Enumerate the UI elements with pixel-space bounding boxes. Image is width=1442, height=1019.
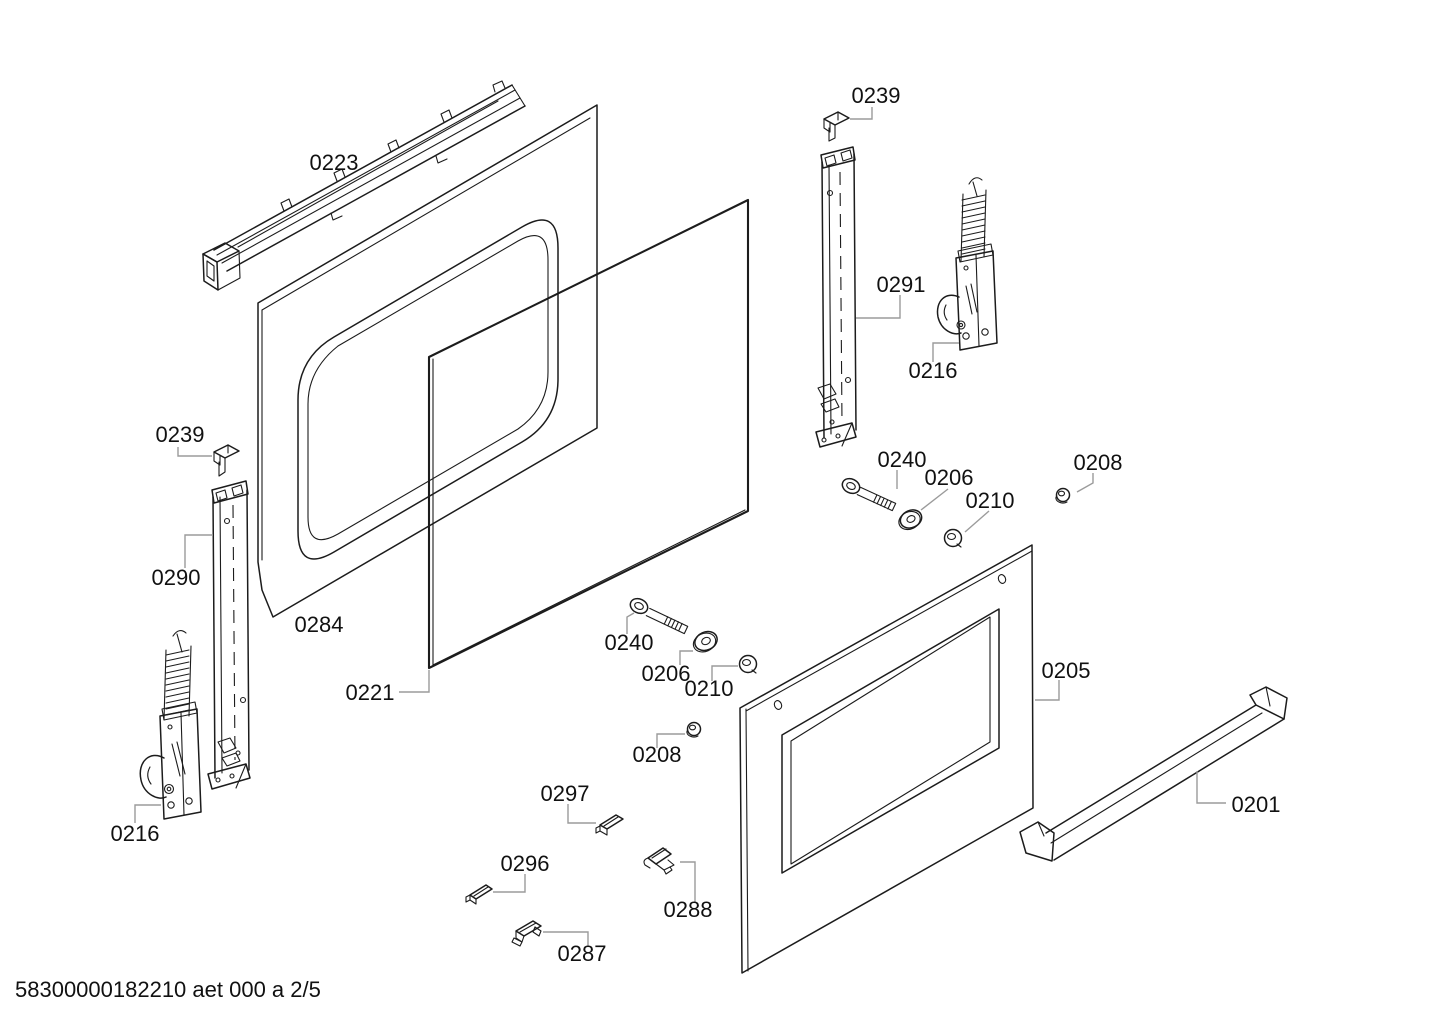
callout-0287: 0287 xyxy=(558,941,607,966)
callout-0284: 0284 xyxy=(295,612,344,637)
leader-0297 xyxy=(567,804,596,824)
part-0208-screw-right xyxy=(1055,487,1071,504)
part-0223-top-trim-strip xyxy=(202,80,526,291)
callout-0206-right: 0206 xyxy=(925,465,974,490)
window-cutout-inner xyxy=(307,235,549,541)
callout-0239-left: 0239 xyxy=(156,422,205,447)
handle-end-cap-right xyxy=(1249,686,1288,720)
callout-0210-center: 0210 xyxy=(685,676,734,701)
hinge-body xyxy=(955,250,998,351)
leader-0210-right xyxy=(964,510,990,533)
callout-0223: 0223 xyxy=(310,150,359,175)
leader-0201 xyxy=(1196,771,1226,804)
callout-0216-right: 0216 xyxy=(909,358,958,383)
rail-foot xyxy=(815,422,857,448)
callout-0221: 0221 xyxy=(346,680,395,705)
leader-0221 xyxy=(399,670,430,693)
hinge-body xyxy=(159,708,202,820)
callout-0290: 0290 xyxy=(152,565,201,590)
part-0240-screw-center xyxy=(629,597,689,635)
screw-hole xyxy=(997,574,1007,584)
leader-0288 xyxy=(680,861,696,903)
callout-0288: 0288 xyxy=(664,897,713,922)
callout-0240-center: 0240 xyxy=(605,630,654,655)
part-0208-screw-center xyxy=(686,721,702,738)
callout-0201: 0201 xyxy=(1232,792,1281,817)
part-0221-inner-glass-pane xyxy=(427,198,750,670)
part-0239-clip-left xyxy=(213,444,240,477)
part-0240-screw-right xyxy=(841,477,897,512)
part-0291-hinge-rail-right xyxy=(815,146,857,448)
callout-0291: 0291 xyxy=(877,272,926,297)
part-0206-washer-right xyxy=(898,509,923,531)
spring-rod xyxy=(972,181,978,197)
callout-0205: 0205 xyxy=(1042,658,1091,683)
part-0287-clip xyxy=(511,920,542,947)
latch-detail xyxy=(817,383,837,400)
window-cutout-outer xyxy=(297,219,559,560)
screw-hole xyxy=(773,700,783,710)
latch-detail xyxy=(217,737,237,754)
leader-0296 xyxy=(493,874,526,893)
callout-0208-right: 0208 xyxy=(1074,450,1123,475)
leader-0240-center xyxy=(626,612,635,634)
callout-0210-right: 0210 xyxy=(966,488,1015,513)
leader-0208-right xyxy=(1076,473,1094,493)
leader-0239-right xyxy=(850,107,873,120)
leader-0210-center xyxy=(711,665,738,681)
leader-0291 xyxy=(856,295,901,319)
leader-0216-right xyxy=(932,342,959,362)
part-0201-door-handle xyxy=(1019,686,1288,862)
part-0206-washer-center xyxy=(692,630,718,653)
latch-detail xyxy=(820,398,840,413)
document-reference: 58300000182210 aet 000 a 2/5 xyxy=(15,977,321,1002)
callout-labels: 0223 0239 0290 0216 0284 0221 0239 0291 … xyxy=(111,83,1281,966)
part-0210-nut-center xyxy=(738,654,758,674)
callout-0239-right: 0239 xyxy=(852,83,901,108)
callout-0206-center: 0206 xyxy=(642,661,691,686)
leader-0206-center xyxy=(679,650,693,665)
part-0216-hinge-right xyxy=(936,177,998,351)
callout-0297: 0297 xyxy=(541,781,590,806)
coil-spring xyxy=(961,194,986,255)
hinge-hook xyxy=(936,294,962,335)
leader-lines xyxy=(134,107,1226,947)
spring-rod xyxy=(176,633,183,653)
leader-0206-right xyxy=(920,488,949,511)
leader-0216-left xyxy=(134,804,161,823)
part-0239-clip-right xyxy=(823,111,850,142)
handle-end-cap-left xyxy=(1019,821,1055,862)
coil-spring xyxy=(165,649,190,716)
leader-0239-left xyxy=(177,447,212,457)
part-0297-clip xyxy=(595,814,624,836)
part-0284-inner-door-panel xyxy=(257,104,598,618)
door-window-outer xyxy=(781,608,1000,874)
leader-0287 xyxy=(543,931,589,947)
leader-0205 xyxy=(1035,680,1060,701)
part-0216-hinge-left xyxy=(139,630,202,820)
part-0290-hinge-rail-left xyxy=(207,480,251,790)
part-0205-outer-door-panel xyxy=(739,544,1034,974)
door-window-inner xyxy=(790,616,991,865)
part-0288-clip xyxy=(643,847,675,875)
hinge-hook xyxy=(139,754,167,799)
part-0296-clip xyxy=(465,884,493,905)
part-0210-nut-right xyxy=(943,528,963,548)
callout-0208-center: 0208 xyxy=(633,742,682,767)
rail-foot xyxy=(207,763,251,790)
leader-0290 xyxy=(184,534,213,568)
callout-0240-right: 0240 xyxy=(878,447,927,472)
callout-0296: 0296 xyxy=(501,851,550,876)
callout-0216-left: 0216 xyxy=(111,821,160,846)
leader-0208-center xyxy=(656,733,685,748)
latch-detail xyxy=(221,752,241,767)
